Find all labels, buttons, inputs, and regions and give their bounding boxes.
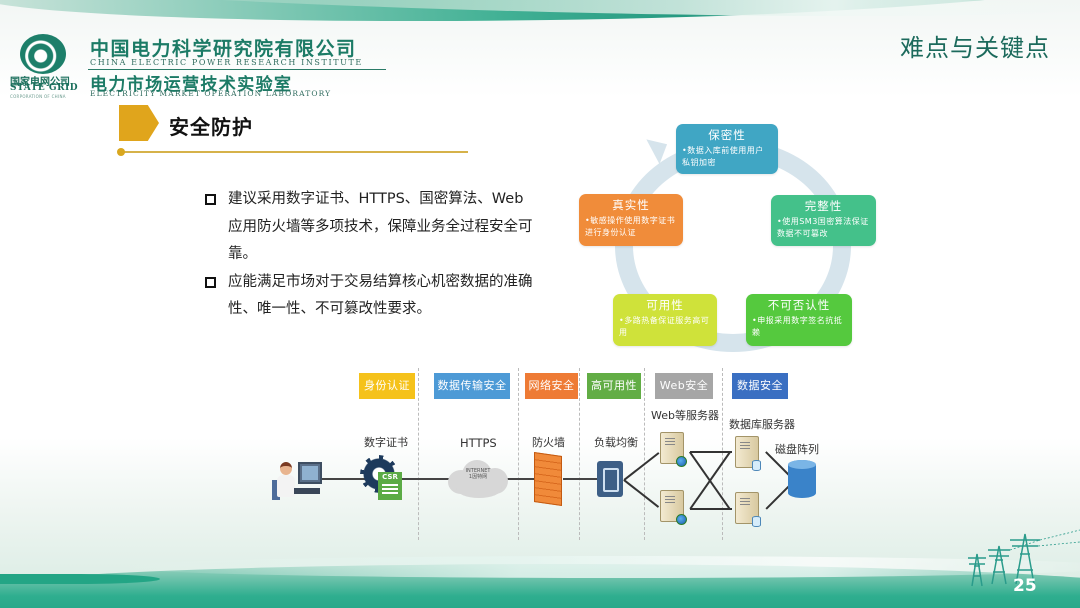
state-grid-logo-icon (20, 34, 66, 74)
cycle-item-availability: 可用性 •多路热备保证服务高可用 (613, 294, 717, 346)
label-db-servers: 数据库服务器 (729, 418, 795, 431)
cycle-item-desc: •使用SM3国密算法保证数据不可篡改 (777, 217, 869, 238)
csr-document-icon: CSR (378, 472, 402, 500)
power-tower-icon (968, 529, 1080, 587)
connector-line (623, 479, 660, 508)
section-title: 安全防护 (169, 115, 253, 139)
cycle-item-title: 完整性 (804, 199, 843, 213)
category-identity-auth: 身份认证 (359, 373, 415, 399)
cycle-item-desc: •多路热备保证服务高可用 (619, 316, 710, 337)
column-divider (644, 368, 645, 540)
internet-sublabel: 1因特网 (468, 474, 488, 480)
bullet-item: 应能满足市场对于交易结算核心机密数据的准确性、唯一性、不可篡改性要求。 (205, 269, 535, 324)
user-at-computer-icon (272, 460, 324, 500)
bullet-item: 建议采用数字证书、HTTPS、国密算法、Web应用防火墙等多项技术，保障业务全过… (205, 186, 535, 269)
cycle-item-title: 不可否认性 (767, 298, 831, 312)
page-heading: 难点与关键点 (900, 34, 1050, 62)
category-high-availability: 高可用性 (587, 373, 641, 399)
internet-label: INTERNET (465, 468, 491, 474)
cycle-item-title: 保密性 (708, 128, 746, 142)
cycle-item-desc: •数据入库前使用用户私钥加密 (682, 146, 764, 167)
connector-line (506, 478, 536, 480)
logo-org-cn: 国家电网公司 (10, 77, 70, 88)
database-server-icon (735, 436, 761, 471)
logo-org-en: STATE GRID (10, 83, 79, 93)
category-data-security: 数据安全 (732, 373, 788, 399)
connector-line (401, 478, 451, 480)
lab-name-en: ELECTRICITY MARKET OPERATION LABORATORY (90, 89, 332, 98)
section-tag-icon (119, 105, 159, 141)
lab-name-cn: 电力市场运营技术实验室 (90, 75, 293, 95)
bottom-wave-decoration (0, 556, 1080, 608)
column-divider (418, 368, 419, 540)
bullet-text: 应能满足市场对于交易结算核心机密数据的准确性、唯一性、不可篡改性要求。 (228, 273, 533, 318)
load-balancer-icon (597, 461, 623, 497)
cycle-item-desc: •申报采用数字签名抗抵赖 (752, 316, 843, 337)
label-firewall: 防火墙 (532, 436, 565, 449)
section-underline-dot (117, 148, 125, 156)
disk-array-icon (788, 460, 816, 498)
connector-line (322, 478, 366, 480)
column-divider (722, 368, 723, 540)
label-digital-cert: 数字证书 (364, 436, 408, 449)
section-underline (122, 151, 468, 153)
checkbox-square-icon (205, 194, 216, 205)
connector-line (765, 484, 790, 510)
column-divider (518, 368, 519, 540)
cycle-item-desc: •敏感操作使用数字证书进行身份认证 (585, 216, 676, 237)
connector-line (690, 508, 732, 510)
web-server-icon (660, 432, 687, 467)
cycle-item-title: 真实性 (612, 198, 650, 212)
cycle-item-non-repudiation: 不可否认性 •申报采用数字签名抗抵赖 (746, 294, 852, 346)
database-server-icon (735, 492, 761, 527)
label-disk-array: 磁盘阵列 (775, 443, 819, 456)
institute-name-cn: 中国电力科学研究院有限公司 (90, 38, 357, 60)
connector-line (690, 451, 732, 453)
firewall-icon (534, 452, 562, 506)
bullet-text: 建议采用数字证书、HTTPS、国密算法、Web应用防火墙等多项技术，保障业务全过… (228, 191, 533, 262)
logo-org-sub: CORPORATION OF CHINA (10, 94, 66, 99)
category-web-security: Web安全 (655, 373, 713, 399)
label-https: HTTPS (460, 436, 497, 450)
cycle-item-integrity: 完整性 •使用SM3国密算法保证数据不可篡改 (771, 195, 876, 246)
bullet-list: 建议采用数字证书、HTTPS、国密算法、Web应用防火墙等多项技术，保障业务全过… (205, 186, 535, 324)
category-network-security: 网络安全 (525, 373, 578, 399)
cycle-item-title: 可用性 (646, 298, 684, 312)
cycle-item-authenticity: 真实性 •敏感操作使用数字证书进行身份认证 (579, 194, 683, 246)
institute-name-en: CHINA ELECTRIC POWER RESEARCH INSTITUTE (90, 58, 363, 67)
web-server-icon (660, 490, 687, 525)
column-divider (579, 368, 580, 540)
connector-line (623, 452, 660, 481)
page-number: 25 (1013, 576, 1037, 596)
cycle-item-confidentiality: 保密性 •数据入库前使用用户私钥加密 (676, 124, 778, 174)
csr-label: CSR (382, 473, 398, 481)
checkbox-square-icon (205, 276, 216, 288)
connector-line (563, 478, 599, 480)
header-divider (88, 69, 386, 70)
label-web-servers: Web等服务器 (651, 409, 719, 422)
category-transport-security: 数据传输安全 (434, 373, 510, 399)
label-load-balancer: 负载均衡 (594, 436, 638, 449)
